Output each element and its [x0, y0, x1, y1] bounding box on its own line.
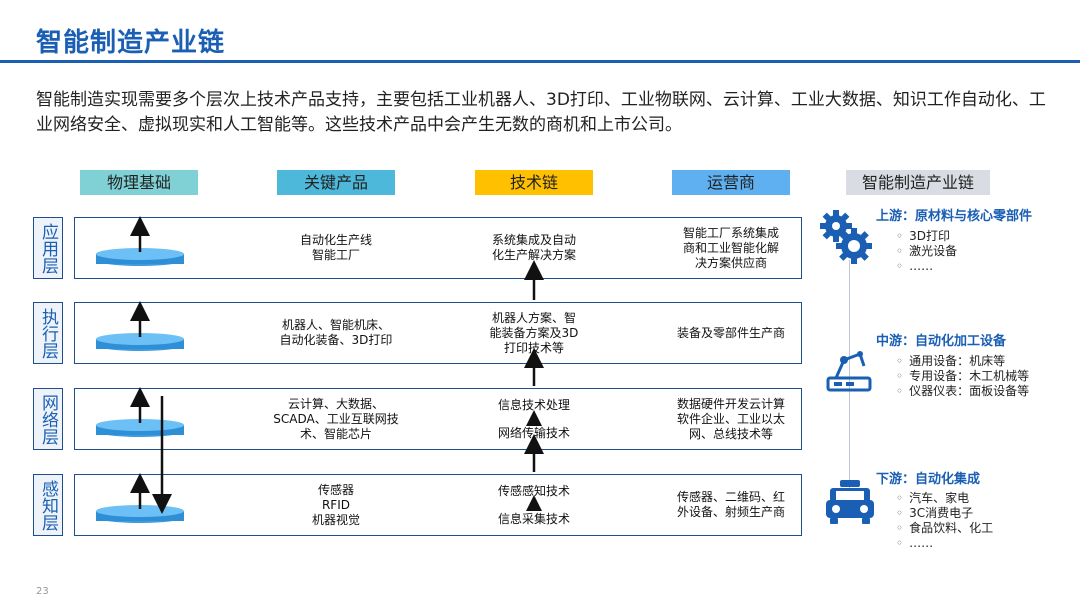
list-item: ◦激光设备 [896, 244, 958, 258]
intro-paragraph: 智能制造实现需要多个层次上技术产品支持，主要包括工业机器人、3D打印、工业物联网… [36, 90, 1046, 135]
row-label-execution: 执行层 [33, 302, 63, 364]
chain-downstream-list: ◦汽车、家电 ◦3C消费电子 ◦食品饮料、化工 ◦…… [896, 491, 993, 551]
list-item: ◦…… [896, 536, 934, 550]
car-icon [826, 480, 874, 524]
list-item: ◦食品饮料、化工 [896, 521, 994, 535]
page-number: 23 [36, 586, 49, 597]
cell-tech-perception-bottom: 信息采集技术 [497, 511, 570, 526]
list-item: ◦仪器仪表：面板设备等 [896, 384, 1030, 398]
page-title: 智能制造产业链 [36, 28, 226, 58]
list-item: ◦3D打印 [896, 229, 950, 243]
row-label-perception: 感知层 [33, 474, 63, 536]
list-item: ◦通用设备：机床等 [896, 354, 1006, 368]
chain-upstream-list: ◦3D打印 ◦激光设备 ◦…… [896, 229, 957, 274]
col-header-tech: 技术链 [475, 170, 593, 195]
row-network [74, 388, 802, 450]
col-header-products: 关键产品 [277, 170, 395, 195]
chain-midstream-list: ◦通用设备：机床等 ◦专用设备：木工机械等 ◦仪器仪表：面板设备等 [896, 354, 1029, 399]
cell-product-execution: 机器人、智能机床、 自动化装备、3D打印 [279, 318, 393, 347]
cell-operator-network: 数据硬件开发云计算 软件企业、工业以太 网、总线技术等 [676, 396, 785, 441]
chain-upstream-title: 上游：原材料与核心零部件 [876, 209, 1033, 224]
chain-downstream-title: 下游：自动化集成 [876, 472, 981, 487]
list-item: ◦汽车、家电 [896, 491, 970, 505]
title-divider [0, 60, 1080, 63]
list-item: ◦…… [896, 259, 934, 273]
cell-tech-application: 系统集成及自动 化生产解决方案 [491, 233, 576, 262]
col-header-chain: 智能制造产业链 [846, 170, 990, 195]
cell-operator-application: 智能工厂系统集成 商和工业智能化解 决方案供应商 [682, 225, 779, 270]
cell-tech-execution: 机器人方案、智 能装备方案及3D 打印技术等 [489, 310, 579, 355]
gears-icon [820, 210, 872, 264]
row-label-network: 网络层 [33, 388, 63, 450]
col-header-physical: 物理基础 [80, 170, 198, 195]
cell-tech-perception-top: 传感感知技术 [497, 483, 570, 498]
cell-operator-perception: 传感器、二维码、红 外设备、射频生产商 [676, 490, 785, 519]
row-label-application: 应用层 [33, 217, 63, 279]
robot-arm-icon [826, 351, 872, 392]
cell-tech-network-bottom: 网络传输技术 [497, 425, 570, 440]
disk-icon [96, 248, 184, 266]
cell-product-network: 云计算、大数据、 SCADA、工业互联网技 术、智能芯片 [273, 396, 399, 441]
col-header-operator: 运营商 [672, 170, 790, 195]
chain-connector [849, 260, 850, 500]
row-perception [74, 474, 802, 536]
row-application [74, 217, 802, 279]
cell-product-application: 自动化生产线 智能工厂 [299, 233, 372, 262]
cell-tech-network-top: 信息技术处理 [497, 397, 570, 412]
disk-icon [96, 333, 184, 351]
list-item: ◦3C消费电子 [896, 506, 974, 520]
cell-operator-execution: 装备及零部件生产商 [676, 325, 785, 340]
cell-product-perception: 传感器 RFID 机器视觉 [311, 482, 360, 527]
chain-midstream-title: 中游：自动化加工设备 [876, 334, 1007, 349]
row-execution [74, 302, 802, 364]
list-item: ◦专用设备：木工机械等 [896, 369, 1030, 383]
